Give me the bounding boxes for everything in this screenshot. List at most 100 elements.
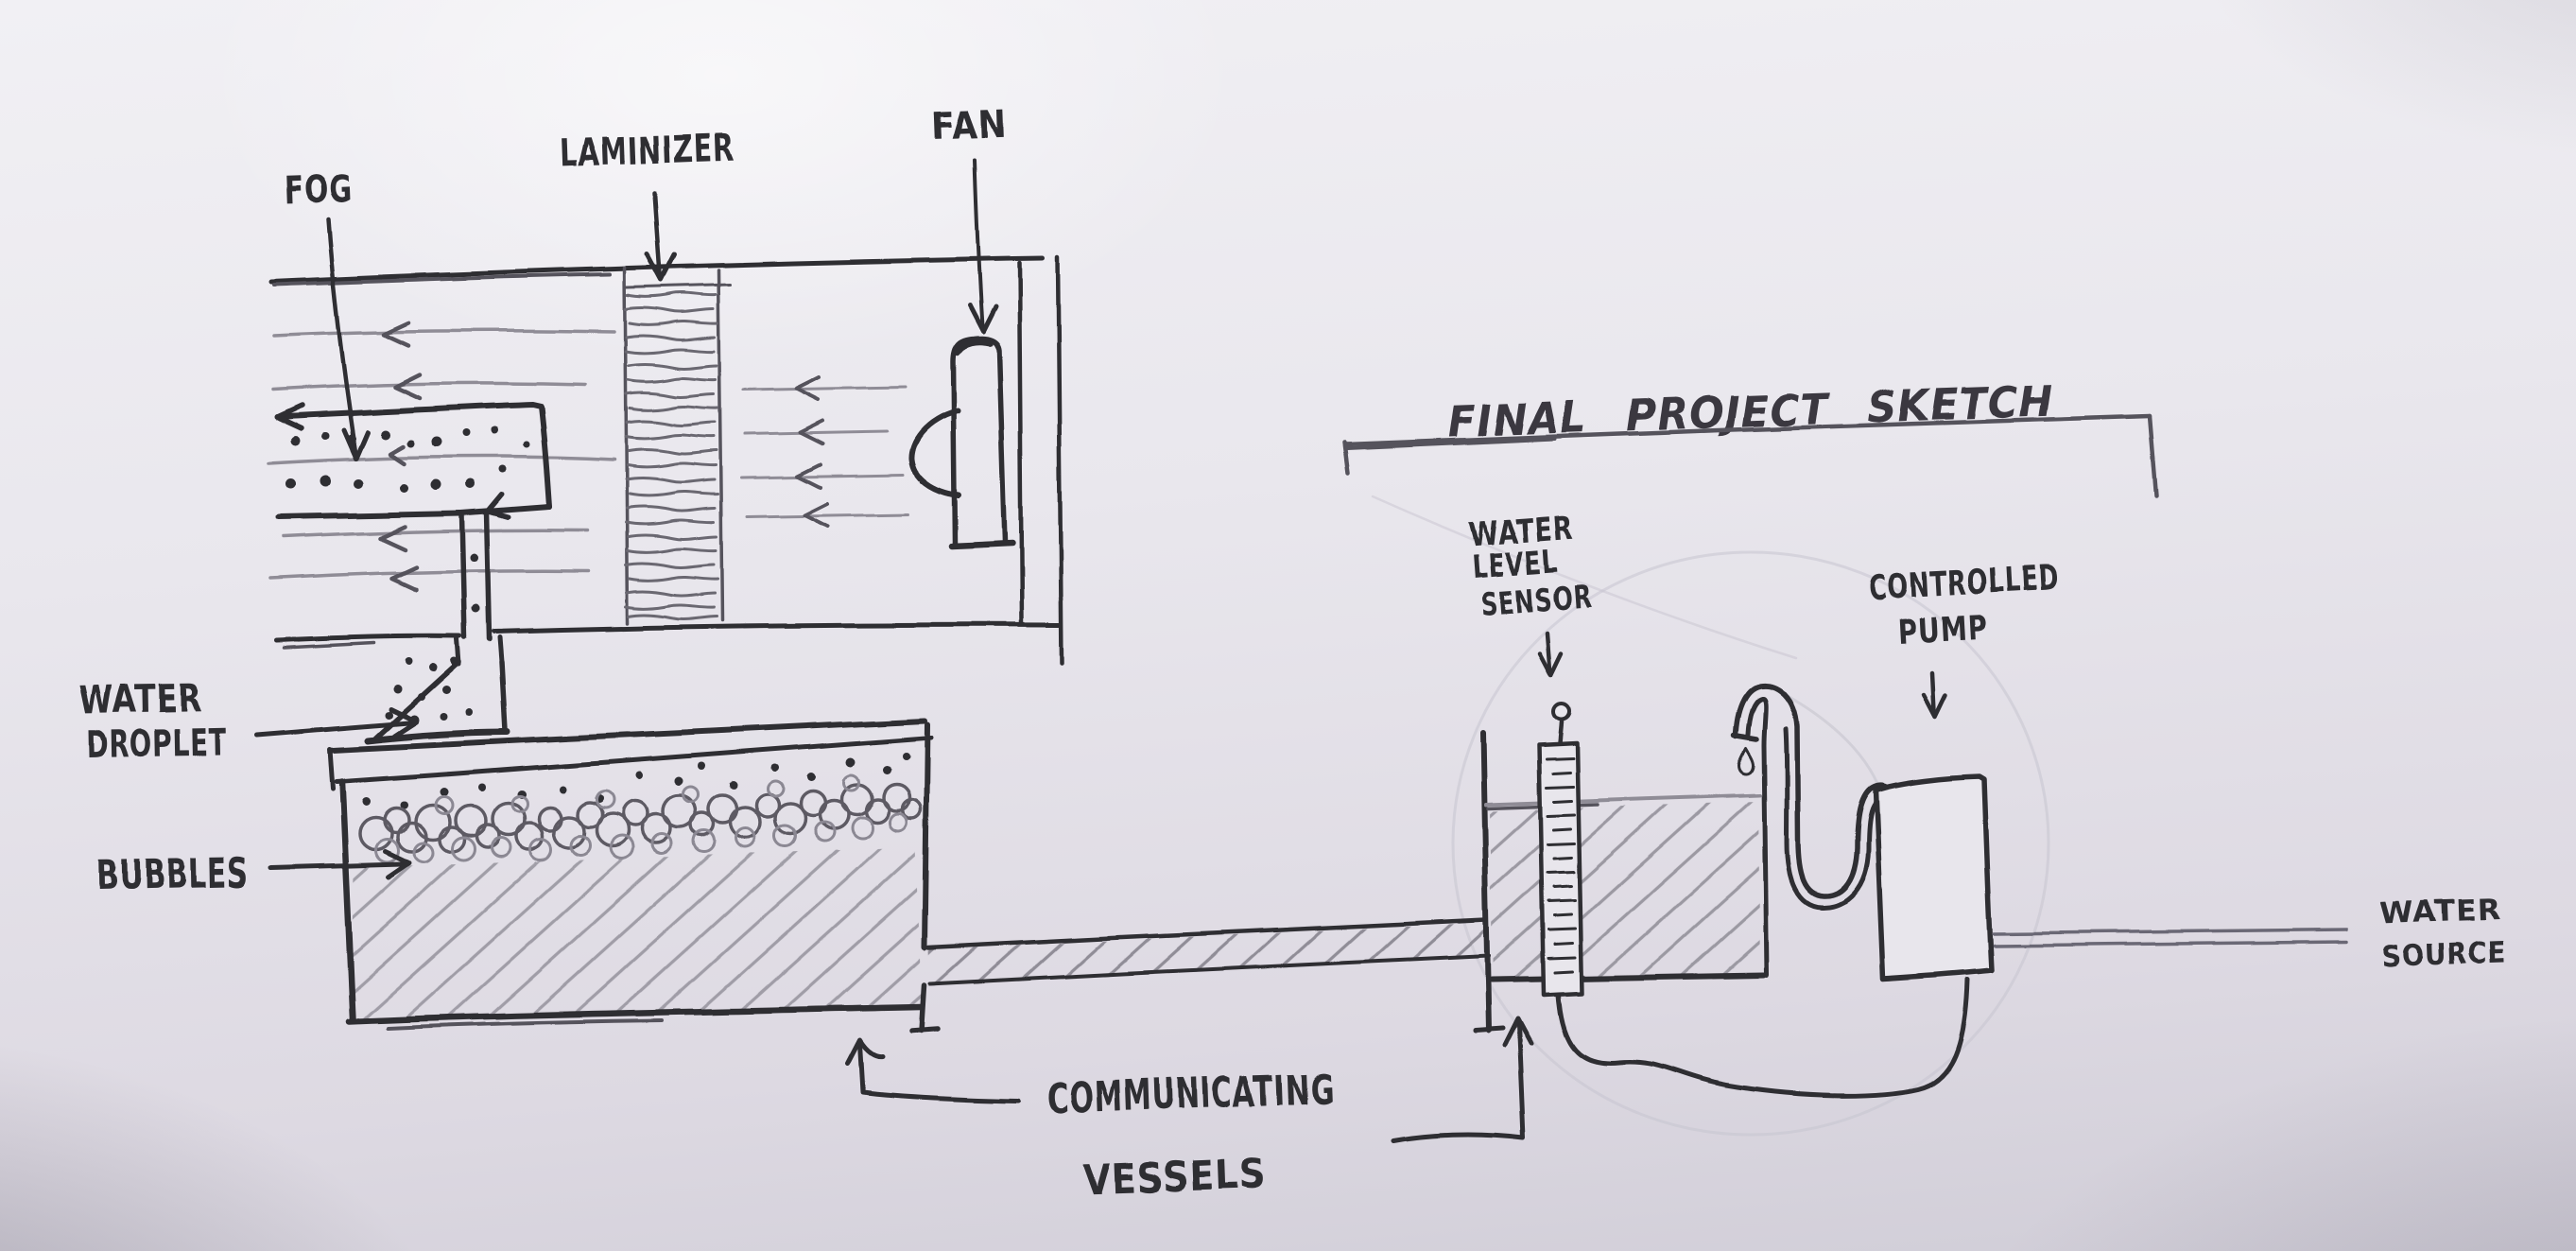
left-wall-foot (1473, 1026, 1506, 1034)
faint-circle (1451, 550, 2050, 1137)
fog-label: FOG (283, 167, 371, 461)
fan-arrowhead (967, 303, 998, 334)
left-vessel (327, 718, 941, 1034)
pump-body (1873, 773, 1995, 982)
water-droplet-label-line2: DROPLET (86, 721, 227, 767)
title-bracket-right (2147, 413, 2159, 499)
left-wall (338, 778, 356, 1023)
emitter-bottom-right (458, 504, 552, 516)
laminizer-label-text: LAMINIZER (559, 127, 735, 176)
water-source-pipe (1992, 928, 2348, 947)
rim-top (330, 718, 927, 753)
annotations: FOG LAMINIZER FAN WATER DROPLET (78, 103, 2507, 1205)
laminizer-vanes (624, 291, 719, 621)
cp-arrowhead (1921, 692, 1948, 720)
fan-top-overdraw (953, 338, 994, 356)
left-vessel-water (352, 847, 923, 1019)
cv-right-arrowhead (1502, 1016, 1534, 1049)
tunnel-right-wall-inner (1016, 260, 1025, 625)
laminizer-right-edge (717, 269, 724, 622)
ink-drawing: FINAL PROJECT SKETCH FOG LAMINIZER FAN (78, 103, 2507, 1205)
water-source-label: WATER SOURCE (2379, 893, 2507, 974)
funnel-right (499, 659, 509, 733)
bottom-wall (1489, 972, 1767, 982)
stem-right (484, 509, 493, 642)
rim-left-tick (327, 746, 336, 792)
pump (1873, 773, 1995, 982)
pipe-bottom (928, 954, 1491, 985)
fog-arrow (325, 217, 358, 455)
sensor-stem (1557, 720, 1565, 746)
tube-outer (1733, 682, 1894, 898)
cp-line1: CONTROLLED (1868, 560, 2059, 608)
fog-dots (285, 426, 530, 493)
laminizer-arrowhead (645, 251, 678, 283)
water-level-sensor (1536, 702, 1970, 1099)
communicating-vessels-line1: COMMUNICATING (1046, 1065, 1336, 1123)
funnel-base (365, 728, 511, 744)
streamlines-left (267, 329, 616, 581)
wind-tunnel (267, 254, 1064, 744)
fan-label-text: FAN (931, 103, 1009, 149)
streamline-arrowheads-middle (794, 374, 829, 529)
fan (908, 335, 1016, 549)
laminizer (623, 266, 732, 625)
pipe-top (925, 917, 1490, 950)
fan-arrow (973, 159, 984, 327)
bubbles-label: BUBBLES (95, 849, 412, 900)
ws-line1: WATER (2379, 893, 2501, 930)
ws-line2: SOURCE (2381, 935, 2507, 974)
controlled-pump-label: CONTROLLED PUMP (1868, 560, 2059, 720)
water-droplet-label: WATER DROPLET (78, 677, 419, 767)
left-wall (1480, 731, 1492, 1034)
emitter-left-arrowhead (274, 403, 304, 431)
fog-label-text: FOG (283, 167, 354, 214)
cp-line2: PUMP (1896, 609, 1989, 652)
communicating-vessels-line2: VESSELS (1082, 1150, 1268, 1205)
paper-crease (1371, 495, 1798, 660)
title-underline (1343, 413, 2152, 447)
fan-hub-bulge (908, 408, 961, 498)
fan-base (948, 539, 1016, 549)
tunnel-bottom-wall-right (492, 622, 1062, 634)
tunnel-bottom-overdraw (282, 641, 375, 650)
fan-label: FAN (931, 103, 1009, 334)
title-underline-overdraw (1346, 437, 1557, 450)
sensor-body (1536, 740, 1584, 998)
laminizer-arrow (652, 190, 664, 277)
laminizer-left-edge (623, 266, 630, 625)
fan-body (950, 335, 1008, 547)
wls-line1: WATER (1467, 509, 1576, 554)
cv-left-arrowhead (845, 1037, 886, 1067)
laminizer-top-line (625, 283, 732, 289)
pipe-hatch (928, 923, 1489, 985)
laminizer-label: LAMINIZER (559, 127, 735, 283)
sensor-top-knob (1551, 702, 1572, 722)
wls-line3: SENSOR (1479, 579, 1594, 624)
sensor-cable (1555, 977, 1970, 1099)
water-level-sensor-label: WATER LEVEL SENSOR (1467, 509, 1594, 678)
emitter-bottom-left (276, 511, 463, 520)
source-pipe-top (1992, 928, 2348, 935)
wls-arrowhead (1536, 651, 1564, 678)
connecting-pipe (925, 917, 1491, 985)
right-vessel (1473, 731, 1767, 1034)
cv-right-arrow (1391, 1022, 1527, 1144)
tunnel-right-wall-outer (1055, 254, 1064, 665)
stem-collar (455, 634, 505, 667)
bubbles-label-text: BUBBLES (95, 849, 250, 900)
water-droplet-arrow (254, 720, 411, 738)
communicating-vessels-label: COMMUNICATING VESSELS (845, 1016, 1534, 1205)
bubbles-arrowhead (383, 849, 412, 880)
wls-line2: LEVEL (1470, 543, 1560, 586)
bubbles-arrow (268, 861, 406, 871)
cv-left-arrow (857, 1041, 1022, 1103)
tube-inner-and-right-wall (1745, 695, 1770, 978)
streamline-arrowheads-left (377, 320, 423, 593)
title-block: FINAL PROJECT SKETCH (1342, 375, 2159, 499)
water-surface (1484, 793, 1762, 807)
stem-corner-arrowhead (485, 492, 511, 520)
bottom-overdraw (386, 1018, 664, 1030)
spout-cap (1731, 732, 1759, 741)
